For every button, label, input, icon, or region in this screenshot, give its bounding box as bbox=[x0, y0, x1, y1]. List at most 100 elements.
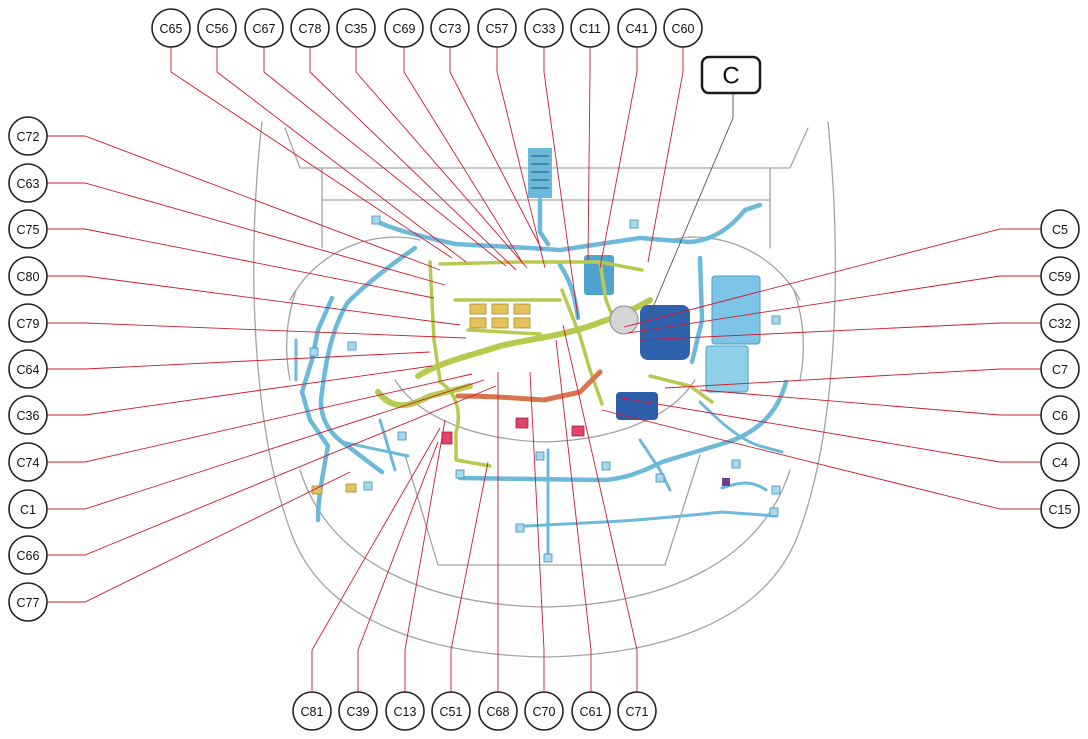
callout-c75: C75 bbox=[8, 209, 48, 249]
callout-circle bbox=[151, 8, 191, 48]
callout-label: C72 bbox=[17, 130, 40, 144]
leader-line-c67 bbox=[263, 47, 507, 267]
purple-connector bbox=[722, 478, 730, 486]
callout-circle bbox=[1040, 256, 1080, 296]
callout-label: C71 bbox=[626, 705, 649, 719]
callout-c61: C61 bbox=[571, 691, 611, 731]
engine-bay-edge bbox=[394, 379, 696, 443]
callout-label: C77 bbox=[17, 596, 40, 610]
callout-c41: C41 bbox=[617, 8, 657, 48]
callout-label: C35 bbox=[345, 22, 368, 36]
callout-circle bbox=[385, 691, 425, 731]
callout-c33: C33 bbox=[524, 8, 564, 48]
leader-line-c73 bbox=[449, 47, 543, 251]
leader-line-c77 bbox=[47, 471, 351, 603]
location-box-label: C bbox=[722, 63, 739, 90]
callout-c56: C56 bbox=[197, 8, 237, 48]
callout-c5: C5 bbox=[1040, 209, 1080, 249]
blue-connector bbox=[309, 347, 319, 357]
callout-c67: C67 bbox=[244, 8, 284, 48]
callout-label: C1 bbox=[20, 503, 36, 517]
callout-circle bbox=[8, 489, 48, 529]
callout-leader-lines bbox=[47, 47, 1041, 692]
callout-label: C4 bbox=[1052, 456, 1068, 470]
callout-label: C56 bbox=[206, 22, 229, 36]
leader-line-c59 bbox=[627, 275, 1041, 334]
leader-line-c66 bbox=[47, 385, 497, 556]
leader-line-c79 bbox=[47, 322, 467, 339]
callout-circle bbox=[8, 303, 48, 343]
alternator bbox=[609, 305, 639, 335]
orange-harness-run bbox=[455, 369, 603, 403]
leader-line-c1 bbox=[47, 379, 485, 510]
lamp-connector bbox=[311, 485, 323, 495]
callout-label: C64 bbox=[17, 363, 40, 377]
body-harness bbox=[294, 148, 789, 562]
callout-circle bbox=[336, 8, 376, 48]
blue-connector bbox=[769, 507, 779, 517]
leader-line-c72 bbox=[47, 135, 441, 271]
callout-c78: C78 bbox=[290, 8, 330, 48]
leader-line-c39 bbox=[357, 441, 439, 692]
leader-line-c36 bbox=[47, 365, 433, 416]
leader-line-c33 bbox=[543, 47, 579, 319]
leader-line-c74 bbox=[47, 373, 473, 463]
callout-circle bbox=[8, 442, 48, 482]
callout-c64: C64 bbox=[8, 349, 48, 389]
callout-circle bbox=[8, 209, 48, 249]
callout-c60: C60 bbox=[663, 8, 703, 48]
blue-connector bbox=[371, 215, 381, 225]
engine-harness-lower-branch bbox=[438, 380, 492, 468]
callout-circle bbox=[1040, 395, 1080, 435]
callout-circle bbox=[197, 8, 237, 48]
callout-label: C79 bbox=[17, 317, 40, 331]
leader-line-c70 bbox=[529, 371, 545, 692]
blue-connector bbox=[601, 461, 611, 471]
harness-lower-run bbox=[457, 379, 789, 483]
callout-c79: C79 bbox=[8, 303, 48, 343]
red-connector bbox=[515, 417, 529, 429]
callout-label: C81 bbox=[301, 705, 324, 719]
callout-label: C80 bbox=[17, 270, 40, 284]
callout-circle bbox=[570, 8, 610, 48]
harness-right-drop bbox=[689, 255, 705, 365]
leader-line-c35 bbox=[355, 47, 528, 269]
callout-circle bbox=[8, 395, 48, 435]
callout-label: C65 bbox=[160, 22, 183, 36]
injector-connector bbox=[491, 303, 509, 315]
callout-c15: C15 bbox=[1040, 489, 1080, 529]
callout-label: C32 bbox=[1049, 317, 1072, 331]
callout-label: C39 bbox=[347, 705, 370, 719]
callout-circle bbox=[431, 691, 471, 731]
coil-connector bbox=[491, 317, 509, 329]
blue-connector bbox=[731, 459, 741, 469]
callout-c63: C63 bbox=[8, 163, 48, 203]
callout-c57: C57 bbox=[477, 8, 517, 48]
location-box-frame bbox=[700, 55, 762, 95]
callout-circle bbox=[478, 691, 518, 731]
callout-c65: C65 bbox=[151, 8, 191, 48]
callout-c35: C35 bbox=[336, 8, 376, 48]
callout-circle bbox=[524, 691, 564, 731]
grille-outline bbox=[404, 454, 701, 566]
callout-c39: C39 bbox=[338, 691, 378, 731]
leader-line-c11 bbox=[587, 47, 591, 261]
callout-c59: C59 bbox=[1040, 256, 1080, 296]
callout-label: C74 bbox=[17, 456, 40, 470]
leader-line-c78 bbox=[309, 47, 517, 271]
injector-connector bbox=[469, 303, 487, 315]
callout-label: C7 bbox=[1052, 363, 1068, 377]
blue-connector bbox=[347, 341, 357, 351]
callout-c81: C81 bbox=[292, 691, 332, 731]
callout-c70: C70 bbox=[524, 691, 564, 731]
callout-label: C36 bbox=[17, 409, 40, 423]
red-connector bbox=[571, 425, 585, 437]
callout-c36: C36 bbox=[8, 395, 48, 435]
components bbox=[309, 215, 781, 563]
callout-label: C63 bbox=[17, 177, 40, 191]
callout-label: C59 bbox=[1049, 270, 1072, 284]
callout-circle bbox=[8, 582, 48, 622]
engine-harness bbox=[375, 260, 714, 468]
engine-harness-top-run bbox=[438, 260, 644, 272]
red-connector bbox=[441, 431, 453, 445]
